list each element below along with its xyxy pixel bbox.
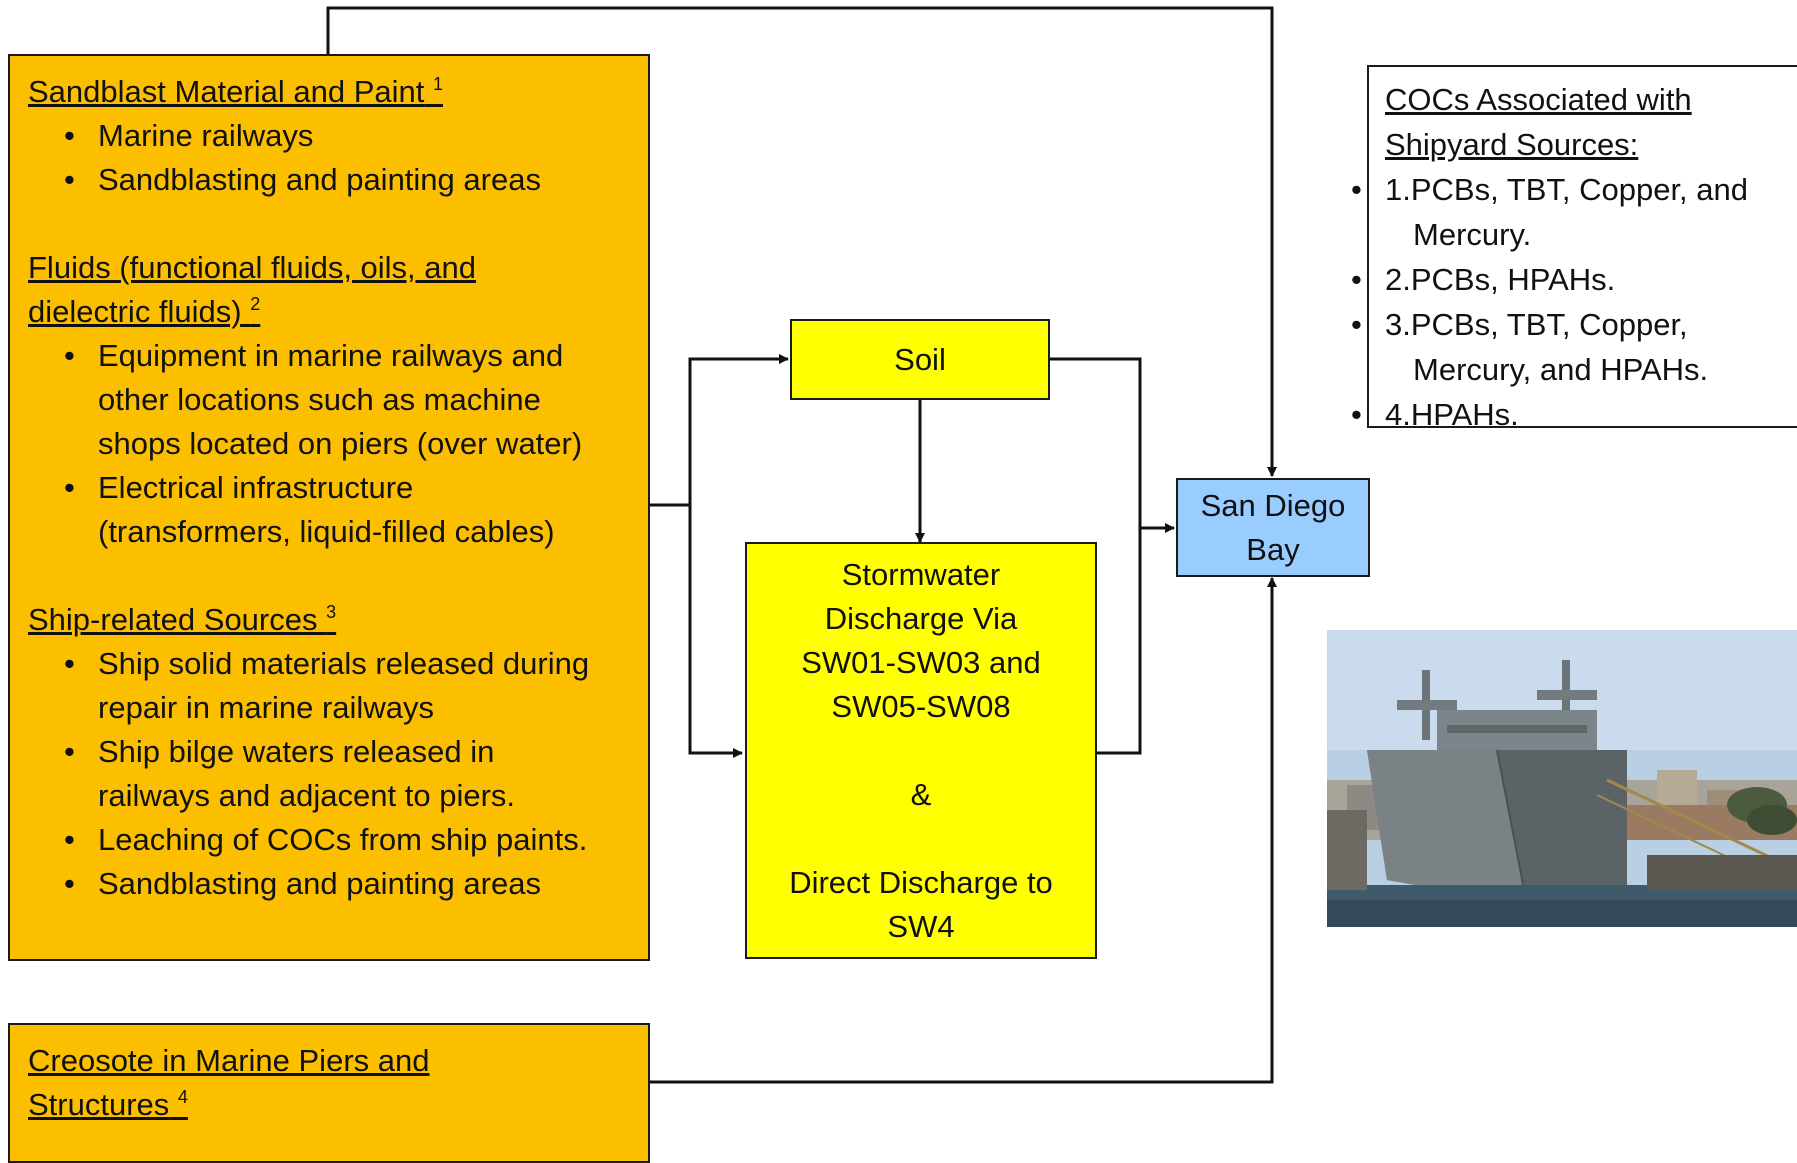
list-item: Marine railways <box>64 114 630 158</box>
stormwater-line: SW01-SW03 and <box>801 644 1041 680</box>
stormwater-line: SW4 <box>887 908 955 944</box>
connector-to-stormwater <box>688 505 743 758</box>
ship-related-heading: Ship-related Sources 3 <box>28 602 337 637</box>
ship-photo <box>1327 630 1797 927</box>
creosote-heading: Creosote in Marine Piers and Structures … <box>28 1043 430 1122</box>
list-item: Equipment in marine railways and other l… <box>64 334 630 466</box>
stormwater-line: Discharge Via <box>824 600 1018 636</box>
cocs-title: COCs Associated with Shipyard Sources: <box>1385 82 1692 162</box>
flow-connectors <box>326 6 1277 1084</box>
ship-related-list: Ship solid materials released during rep… <box>28 642 630 906</box>
san-diego-bay-box: San Diego Bay <box>1176 478 1370 577</box>
connector-soil-to-bay <box>1050 357 1142 755</box>
list-item: Sandblasting and painting areas <box>64 158 630 202</box>
cocs-list: 1.PCBs, TBT, Copper, and Mercury. 2.PCBs… <box>1351 167 1789 437</box>
creosote-source-box: Creosote in Marine Piers and Structures … <box>8 1023 650 1163</box>
soil-box: Soil <box>790 319 1050 400</box>
list-item: 1.PCBs, TBT, Copper, and Mercury. <box>1351 167 1789 257</box>
stormwater-line: Stormwater <box>841 556 1001 592</box>
bay-label-line: Bay <box>1246 531 1300 567</box>
connector-sources-to-bay <box>326 6 1277 477</box>
stormwater-discharge-box: Stormwater Discharge Via SW01-SW03 and S… <box>745 542 1097 959</box>
sandblast-heading: Sandblast Material and Paint 1 <box>28 74 443 109</box>
connector-creosote-to-bay <box>650 577 1277 1084</box>
list-item: 4.HPAHs. <box>1351 392 1789 437</box>
list-item: 3.PCBs, TBT, Copper, Mercury, and HPAHs. <box>1351 302 1789 392</box>
soil-label: Soil <box>894 341 946 377</box>
list-item: Sandblasting and painting areas <box>64 862 630 906</box>
list-item: 2.PCBs, HPAHs. <box>1351 257 1789 302</box>
stormwater-line: SW05-SW08 <box>831 688 1011 724</box>
list-item: Electrical infrastructure (transformers,… <box>64 466 630 554</box>
shipyard-sources-box: Sandblast Material and Paint 1 Marine ra… <box>8 54 650 961</box>
fluids-list: Equipment in marine railways and other l… <box>28 334 630 554</box>
stormwater-line: & <box>910 776 932 812</box>
list-item: Ship solid materials released during rep… <box>64 642 630 730</box>
bay-label-line: San Diego <box>1200 487 1346 523</box>
fluids-heading: Fluids (functional fluids, oils, and die… <box>28 250 477 329</box>
list-item: Ship bilge waters released in railways a… <box>64 730 630 818</box>
list-item: Leaching of COCs from ship paints. <box>64 818 630 862</box>
stormwater-line: Direct Discharge to <box>789 864 1053 900</box>
cocs-legend-box: COCs Associated with Shipyard Sources: 1… <box>1351 65 1797 437</box>
sandblast-list: Marine railways Sandblasting and paintin… <box>28 114 630 202</box>
